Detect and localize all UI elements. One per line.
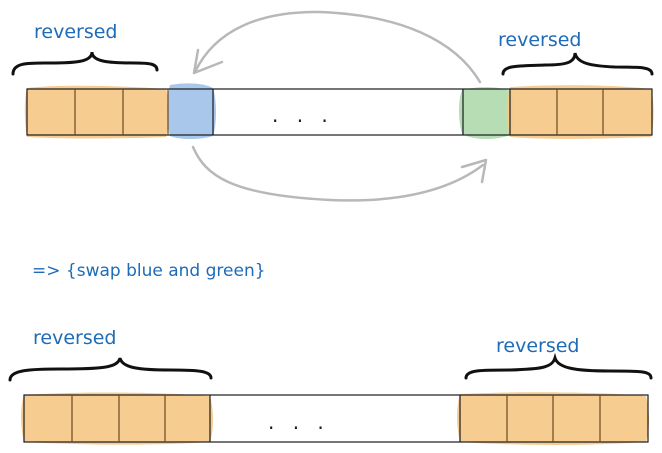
top-left-reversed-highlight (24, 85, 169, 139)
green-to-blue-arrow (193, 10, 482, 84)
green-to-blue-arrowhead (192, 48, 224, 75)
top-ellipsis: . . . (272, 103, 334, 127)
top-green-element-highlight (459, 87, 515, 140)
top-blue-element-highlight (167, 83, 216, 139)
blue-to-green-arrowhead (460, 158, 488, 184)
top-right-reversed-highlight (506, 85, 654, 139)
swap-caption: => {swap blue and green} (32, 261, 266, 281)
blue-to-green-arrow (191, 145, 485, 202)
top-right-brace (501, 52, 654, 76)
bottom-right-brace (464, 352, 653, 380)
bottom-array-outline (23, 394, 649, 443)
bottom-ellipsis: . . . (268, 410, 330, 434)
bottom-right-reversed-label: reversed (496, 335, 579, 357)
bottom-left-reversed-label: reversed (33, 327, 116, 349)
top-right-reversed-label: reversed (498, 29, 581, 51)
top-left-brace (11, 51, 159, 76)
bottom-left-brace (8, 357, 213, 382)
top-left-reversed-label: reversed (34, 21, 117, 43)
top-array-outline (26, 88, 653, 136)
bottom-left-reversed-highlight (21, 392, 213, 445)
bottom-array: . . . reversed reversed (8, 327, 653, 445)
top-array: . . . reversed reversed (11, 10, 654, 202)
